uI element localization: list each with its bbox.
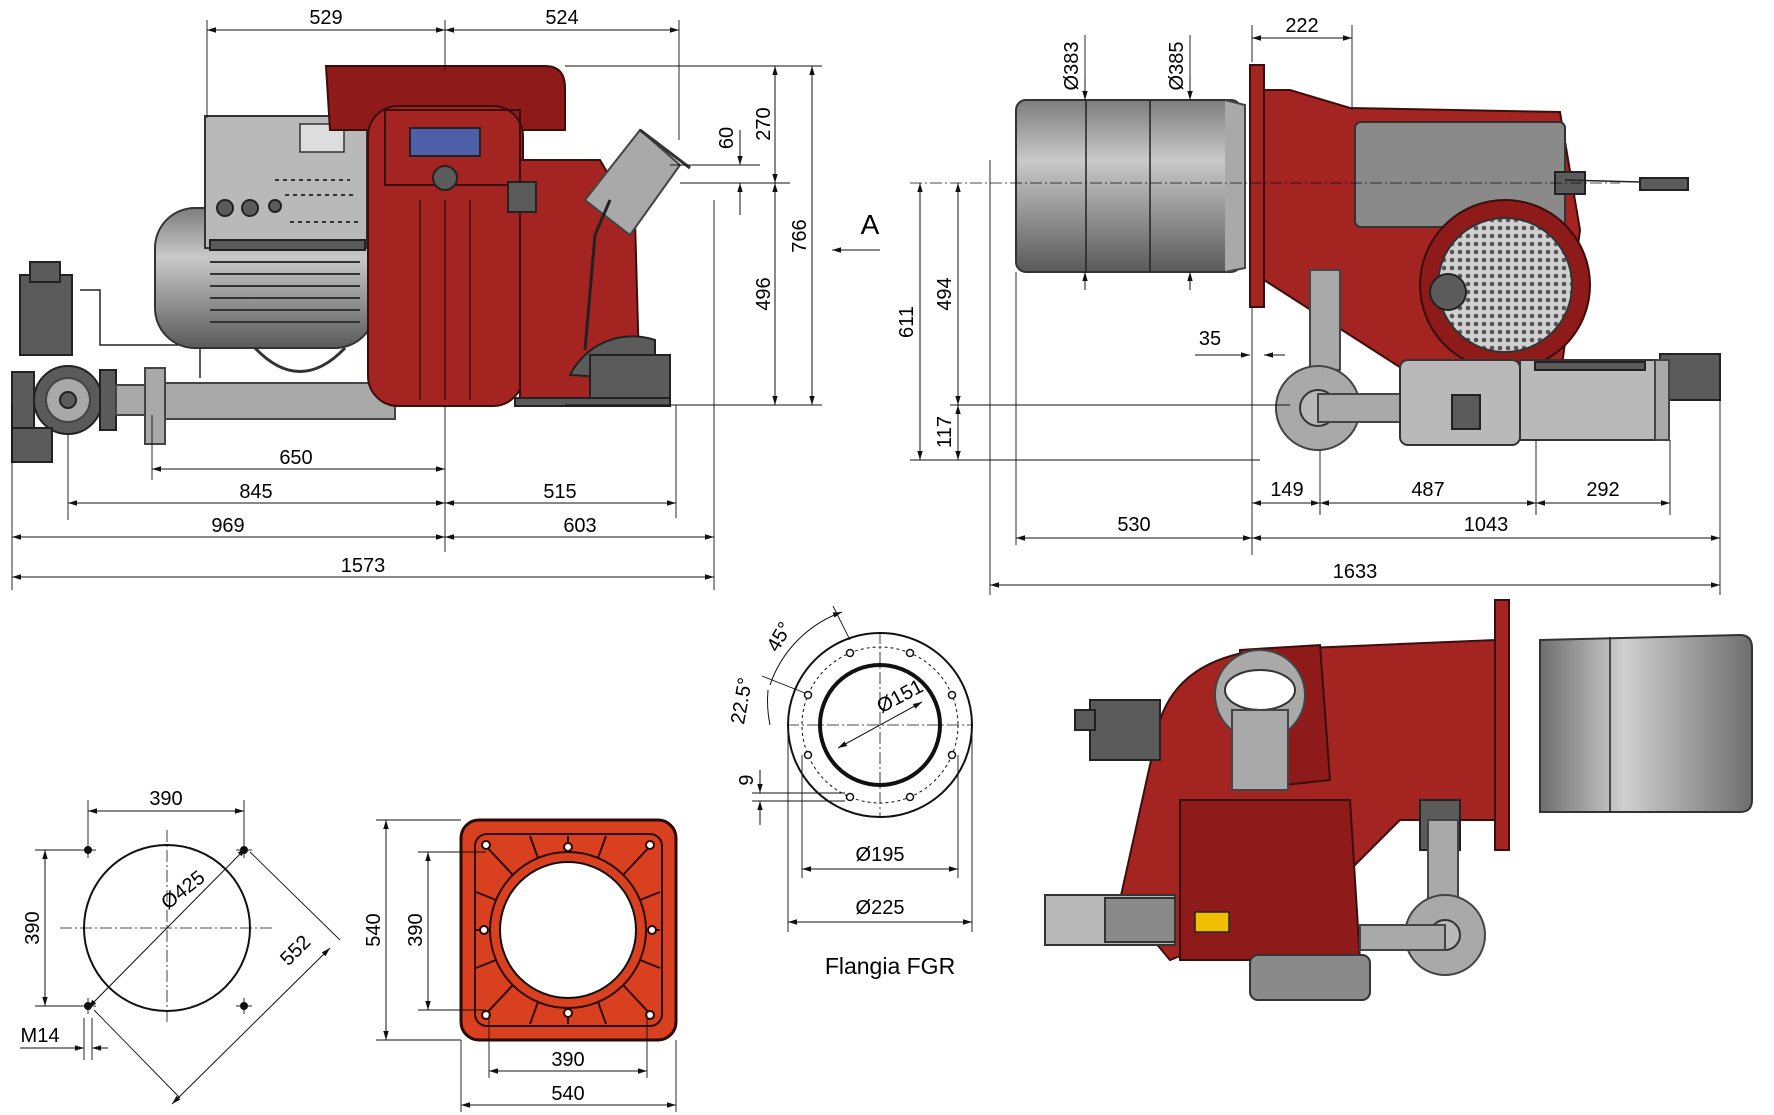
side-view: 529 524 270 60 496 766 A 650 845 51	[11, 7, 880, 590]
dim-270: 270	[753, 107, 775, 140]
dim-9: 9	[736, 774, 758, 785]
dim-552: 552	[276, 931, 315, 970]
dim-603: 603	[563, 515, 596, 537]
gasket-plate: 540 390 390 540	[363, 818, 678, 1112]
fgr-caption: Flangia FGR	[825, 953, 955, 979]
dim-d385: Ø385	[1166, 42, 1188, 91]
dim-390-v: 390	[22, 911, 44, 944]
dim-m14: M14	[21, 1025, 60, 1047]
dim-222: 222	[1285, 15, 1318, 37]
dim-149: 149	[1270, 479, 1303, 501]
dim-611: 611	[896, 306, 918, 338]
gas-train	[11, 261, 396, 463]
dim-530: 530	[1117, 514, 1150, 536]
dim-524: 524	[545, 7, 578, 29]
plan-view: Ø383 Ø385 222 611 494 117 35 149	[896, 15, 1721, 595]
dim-650: 650	[279, 447, 312, 469]
dim-1043: 1043	[1464, 514, 1509, 536]
dim-540-gasket-h: 540	[551, 1083, 584, 1105]
dim-1633: 1633	[1333, 561, 1378, 583]
dim-529: 529	[309, 7, 342, 29]
dim-60: 60	[716, 127, 738, 149]
dim-766: 766	[789, 219, 811, 252]
dim-390-gasket-v: 390	[405, 913, 427, 946]
dim-845: 845	[239, 481, 272, 503]
dim-487: 487	[1411, 479, 1444, 501]
isometric-view	[1044, 599, 1753, 1001]
dim-117: 117	[934, 416, 956, 448]
dim-d383: Ø383	[1061, 42, 1083, 91]
dim-494: 494	[934, 277, 956, 310]
dim-d225: Ø225	[856, 897, 905, 919]
dim-390-gasket-h: 390	[551, 1049, 584, 1071]
dim-292: 292	[1586, 479, 1619, 501]
dim-540-v: 540	[363, 913, 385, 946]
control-panel	[204, 115, 368, 251]
view-arrow-label: A	[861, 209, 880, 240]
dim-1573: 1573	[341, 555, 386, 577]
dim-515: 515	[543, 481, 576, 503]
dim-969: 969	[211, 515, 244, 537]
fgr-holes	[803, 648, 957, 802]
dim-35: 35	[1199, 328, 1221, 350]
gasket-holes	[479, 840, 657, 1020]
dim-390-h: 390	[149, 788, 182, 810]
boiler-plate-drilling: Ø425 390 390 552 M14	[20, 788, 341, 1105]
dim-22-5deg: 22.5°	[727, 676, 757, 726]
dim-45deg: 45°	[763, 618, 797, 655]
dim-d195: Ø195	[856, 844, 905, 866]
dim-496: 496	[753, 277, 775, 310]
blast-tube	[1015, 99, 1242, 273]
iso-blast-tube	[1539, 633, 1753, 813]
burner-body	[324, 65, 691, 407]
fgr-flange: Ø151 45° 22.5° 9 Ø195 Ø225 Flangia FGR	[727, 605, 973, 979]
